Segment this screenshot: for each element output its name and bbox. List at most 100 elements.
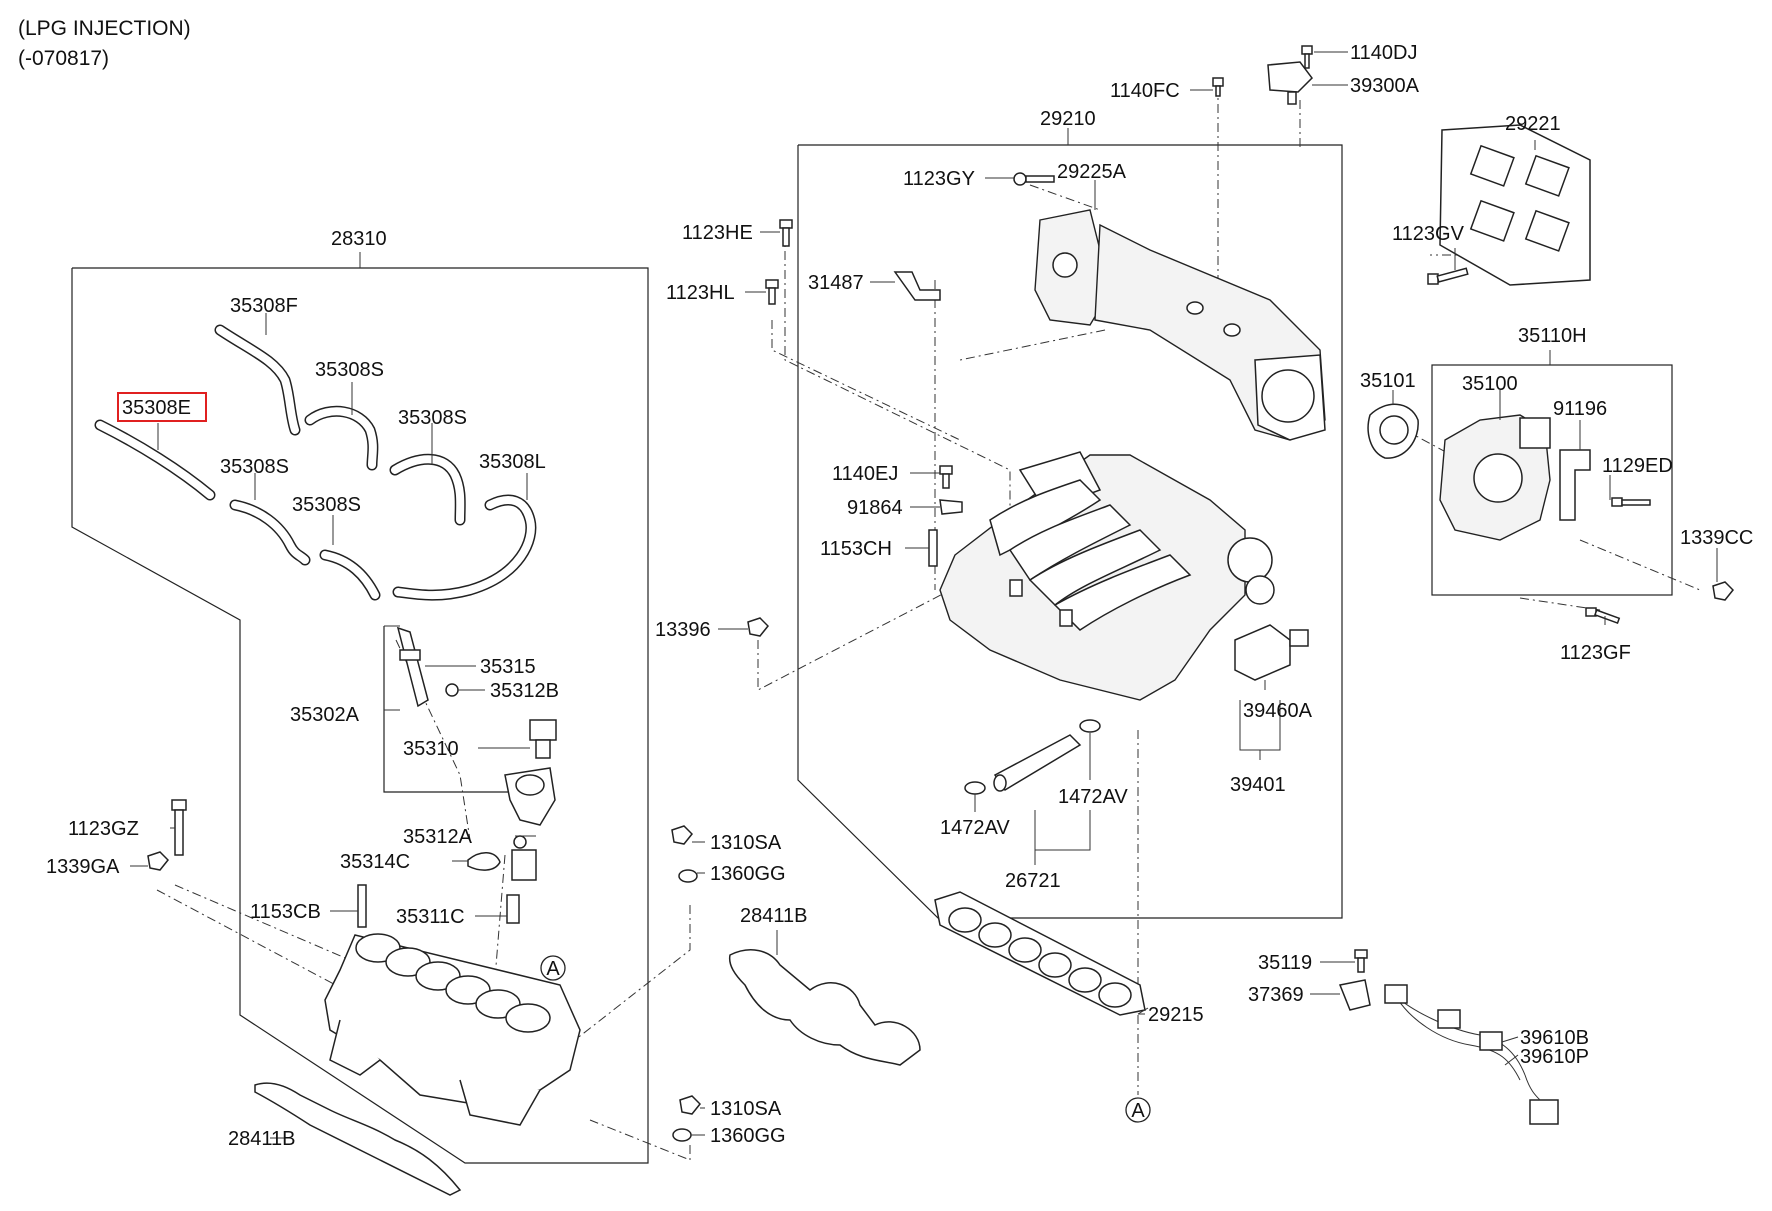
gasket-29215 <box>934 891 1146 1016</box>
label-39610P[interactable]: 39610P <box>1520 1046 1589 1068</box>
diagram-date-range: (-070817) <box>18 47 109 70</box>
label-28310[interactable]: 28310 <box>331 228 387 250</box>
nut-1310SA-lower <box>679 1095 702 1115</box>
label-35308L[interactable]: 35308L <box>479 451 546 473</box>
bolt-1140EJ <box>939 465 953 489</box>
ref-marker-a-left: A <box>540 955 566 981</box>
label-39460A[interactable]: 39460A <box>1243 700 1313 722</box>
group-box-35302A <box>383 625 508 793</box>
label-35119[interactable]: 35119 <box>1258 952 1312 974</box>
label-13396[interactable]: 13396 <box>655 619 711 641</box>
hose-35308S-upper <box>304 405 379 471</box>
label-1310SA-upper[interactable]: 1310SA <box>710 832 782 854</box>
label-1339CC[interactable]: 1339CC <box>1680 527 1753 549</box>
bolt-1123GZ <box>171 799 187 856</box>
ref-marker-a-left-text: A <box>546 958 560 980</box>
label-28411B-upper[interactable]: 28411B <box>740 905 807 927</box>
label-29210[interactable]: 29210 <box>1040 108 1096 130</box>
label-35312A[interactable]: 35312A <box>403 826 473 848</box>
label-39300A[interactable]: 39300A <box>1350 75 1420 97</box>
label-29221[interactable]: 29221 <box>1505 113 1561 135</box>
label-1123HE[interactable]: 1123HE <box>682 222 753 244</box>
actuator-39460A <box>1234 624 1309 681</box>
bolt-1140DJ <box>1301 45 1313 69</box>
label-35308S-a[interactable]: 35308S <box>315 359 384 381</box>
label-1472AV-right[interactable]: 1472AV <box>1058 786 1128 808</box>
bolt-1140FC <box>1212 77 1224 97</box>
label-35308F[interactable]: 35308F <box>230 295 298 317</box>
bolt-1123HE <box>779 219 793 247</box>
plenum-29225A <box>1034 209 1106 326</box>
label-35315[interactable]: 35315 <box>480 656 536 678</box>
label-1153CB[interactable]: 1153CB <box>250 901 321 923</box>
label-1123GY[interactable]: 1123GY <box>903 168 975 190</box>
delivery-pipe-35315 <box>396 626 459 708</box>
label-91864[interactable]: 91864 <box>847 497 903 519</box>
sensor-35310 <box>529 719 557 759</box>
ref-marker-a-right: A <box>1125 1097 1151 1123</box>
label-91196[interactable]: 91196 <box>1553 398 1607 420</box>
label-1472AV-left[interactable]: 1472AV <box>940 817 1010 839</box>
hose-35308E <box>94 419 216 501</box>
label-1140FC[interactable]: 1140FC <box>1110 80 1180 102</box>
label-1153CH[interactable]: 1153CH <box>820 538 892 560</box>
label-1123GZ[interactable]: 1123GZ <box>68 818 139 840</box>
label-35302A[interactable]: 35302A <box>290 704 360 726</box>
highlight-box-35308E <box>117 392 207 422</box>
upper-intake-manifold <box>939 451 1275 701</box>
label-39610B[interactable]: 39610B <box>1520 1027 1589 1049</box>
gasket-35101 <box>1367 403 1419 459</box>
hose-35308S-left <box>229 499 311 566</box>
label-39401[interactable]: 39401 <box>1230 774 1286 796</box>
gasket-28411B-upper <box>728 949 921 1066</box>
nut-1310SA-upper <box>671 825 694 845</box>
label-1123GF[interactable]: 1123GF <box>1560 642 1631 664</box>
diagram-title: (LPG INJECTION) <box>18 17 191 40</box>
label-35308E[interactable]: 35308E <box>122 397 191 419</box>
gasket-28411B-lower <box>254 1082 462 1196</box>
washer-1360GG-lower <box>672 1128 692 1142</box>
label-29225A[interactable]: 29225A <box>1057 161 1127 183</box>
label-1123GV[interactable]: 1123GV <box>1392 223 1465 245</box>
label-35110H[interactable]: 35110H <box>1518 325 1587 347</box>
nut-13396 <box>747 617 770 637</box>
label-1123HL[interactable]: 1123HL <box>666 282 735 304</box>
bracket-37369 <box>1338 979 1371 1011</box>
nut-1339GA <box>147 851 170 871</box>
label-1310SA-lower[interactable]: 1310SA <box>710 1098 782 1120</box>
label-35308S-c[interactable]: 35308S <box>220 456 289 478</box>
label-35314C[interactable]: 35314C <box>340 851 410 873</box>
label-35101[interactable]: 35101 <box>1360 370 1416 392</box>
throttle-body-35100 <box>1439 414 1551 541</box>
bracket-31487 <box>893 271 941 301</box>
label-1360GG-lower[interactable]: 1360GG <box>710 1125 786 1147</box>
clamp-1472AV-right <box>1079 719 1101 733</box>
hose-35308S-lower <box>319 549 381 601</box>
label-1140EJ[interactable]: 1140EJ <box>832 463 898 485</box>
label-28411B-lower[interactable]: 28411B <box>228 1128 295 1150</box>
label-35308S-b[interactable]: 35308S <box>398 407 467 429</box>
washer-1360GG-upper <box>678 869 698 883</box>
sensor-39300A <box>1267 61 1313 105</box>
injector-35314C <box>467 835 537 881</box>
label-35100[interactable]: 35100 <box>1462 373 1518 395</box>
label-1339GA[interactable]: 1339GA <box>46 856 120 878</box>
plenum-body <box>1094 223 1326 441</box>
nut-1339CC <box>1712 581 1735 601</box>
label-35308S-d[interactable]: 35308S <box>292 494 361 516</box>
bracket-91864 <box>939 499 963 515</box>
label-1360GG-upper[interactable]: 1360GG <box>710 863 786 885</box>
bolt-1123GF <box>1585 607 1621 624</box>
label-37369[interactable]: 37369 <box>1248 984 1304 1006</box>
label-1129ED[interactable]: 1129ED <box>1602 455 1673 477</box>
bolt-1123GV <box>1427 267 1469 285</box>
label-35310[interactable]: 35310 <box>403 738 459 760</box>
label-26721[interactable]: 26721 <box>1005 870 1061 892</box>
label-1140DJ[interactable]: 1140DJ <box>1350 42 1417 64</box>
label-31487[interactable]: 31487 <box>808 272 864 294</box>
label-29215[interactable]: 29215 <box>1148 1004 1204 1026</box>
label-35311C[interactable]: 35311C <box>396 906 465 928</box>
label-35312B[interactable]: 35312B <box>490 680 559 702</box>
hose-35308F <box>214 324 301 436</box>
